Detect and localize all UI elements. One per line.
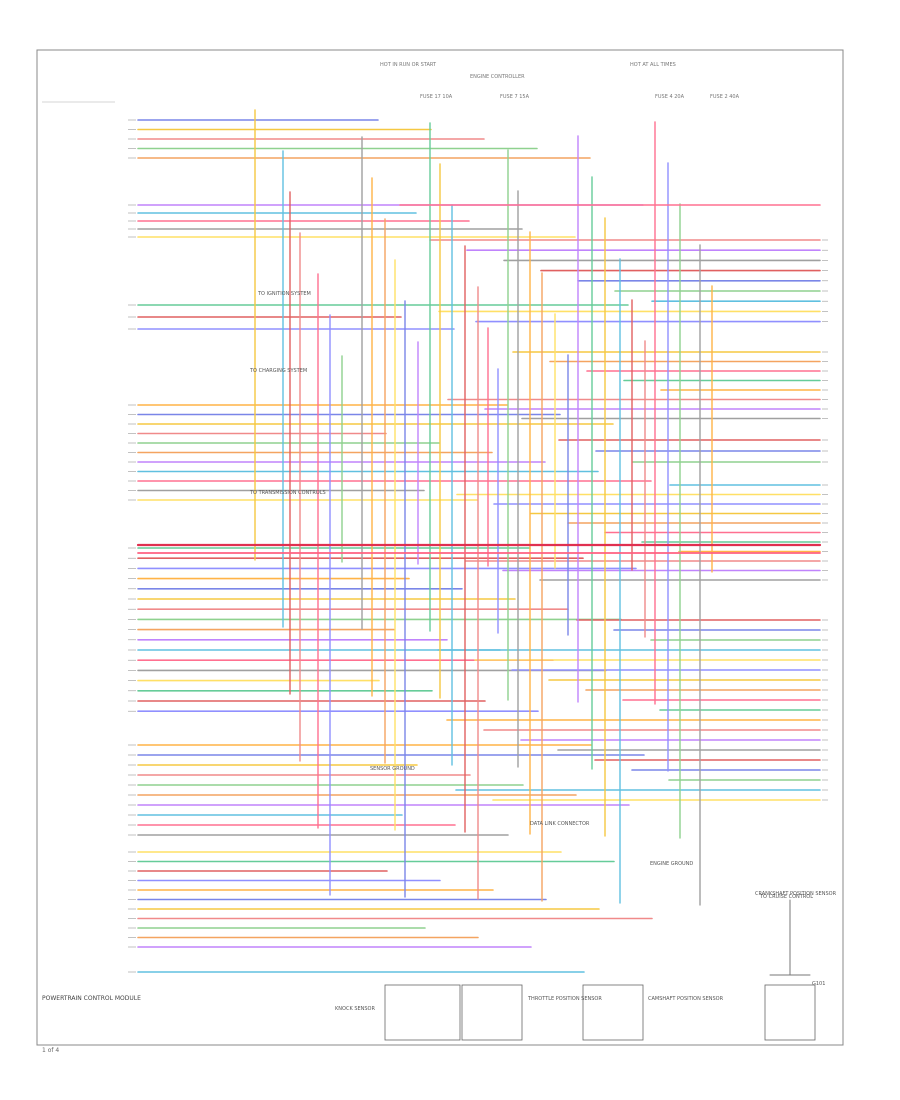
component-box-tps [461, 984, 523, 1041]
component-label: CAMSHAFT POSITION SENSOR [648, 996, 724, 1002]
fuse-label: FUSE 4 20A [655, 94, 685, 100]
pin-label-group [128, 119, 828, 973]
ground-label: G101 [812, 981, 825, 987]
component-label: KNOCK SENSOR [335, 1006, 375, 1012]
top-label-hot-run: HOT IN RUN OR START [380, 62, 437, 68]
component-box-ckp [764, 984, 816, 1041]
top-label-hot-all-times: HOT AT ALL TIMES [630, 62, 676, 68]
diagram-border [36, 49, 844, 1046]
note-data-link: DATA LINK CONNECTOR [530, 821, 590, 827]
note-engine-ground: ENGINE GROUND [650, 861, 693, 867]
note-shift: TO TRANSMISSION CONTROLS [249, 490, 326, 496]
top-label-engine-controller: ENGINE CONTROLLER [470, 74, 525, 80]
note-ignition: TO IGNITION SYSTEM [257, 291, 311, 297]
component-label: THROTTLE POSITION SENSOR [527, 996, 602, 1002]
note-charging: TO CHARGING SYSTEM [249, 368, 307, 374]
fuse-label: FUSE 2 40A [710, 94, 740, 100]
fuse-label: FUSE 7 15A [500, 94, 530, 100]
fuse-label: FUSE 17 10A [420, 94, 453, 100]
note-sensor-ground: SENSOR GROUND [370, 766, 415, 772]
component-box-knock [384, 984, 461, 1041]
component-box-cmp [582, 984, 644, 1041]
wire-group [136, 109, 822, 976]
footer-mark: 1 of 4 [42, 1047, 59, 1054]
component-label: CRANKSHAFT POSITION SENSOR [755, 891, 837, 897]
pcm-label: POWERTRAIN CONTROL MODULE [42, 995, 141, 1002]
note-cruise: TO CRUISE CONTROL [759, 894, 813, 900]
